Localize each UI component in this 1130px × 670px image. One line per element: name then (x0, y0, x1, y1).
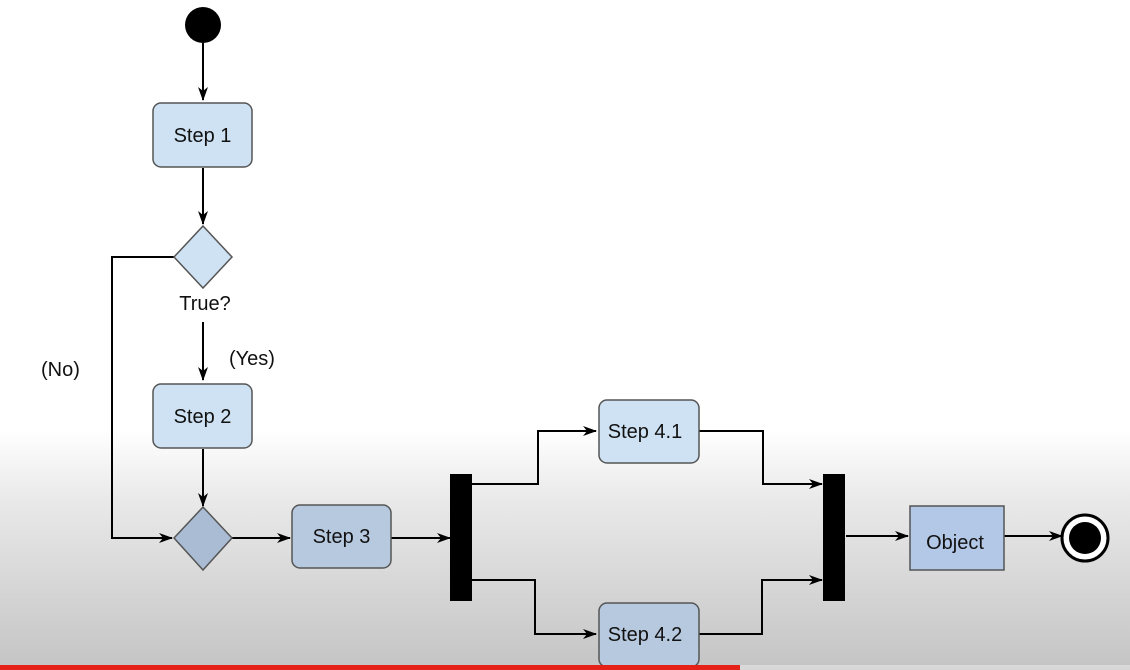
decision-label: True? (179, 293, 231, 315)
action-step-1[interactable]: Step 1 (152, 102, 253, 168)
step-3-label: Step 3 (313, 526, 371, 548)
action-step-4-2[interactable]: Step 4.2 (598, 602, 700, 668)
yes-label: (Yes) (229, 348, 275, 370)
merge-node[interactable] (172, 505, 234, 572)
action-step-4-1[interactable]: Step 4.1 (598, 399, 700, 464)
edge-fork-step42 (472, 579, 597, 639)
object-node[interactable]: Object (909, 505, 1005, 571)
no-label: (No) (41, 359, 80, 381)
edge-no-branch (111, 256, 174, 543)
action-step-3[interactable]: Step 3 (291, 504, 392, 569)
step-2-label: Step 2 (174, 406, 232, 428)
join-bar (823, 474, 845, 601)
step-1-label: Step 1 (174, 125, 232, 147)
step-4-2-label: Step 4.2 (608, 624, 683, 646)
step-4-1-label: Step 4.1 (608, 421, 683, 443)
object-label: Object (926, 532, 984, 554)
video-progress-bar[interactable] (0, 665, 1130, 670)
edge-fork-step41 (472, 426, 597, 485)
edge-step41-join (699, 430, 823, 489)
video-progress-fill (0, 665, 741, 670)
final-node (1060, 513, 1110, 563)
decision-node[interactable] (172, 224, 234, 290)
initial-node (185, 7, 221, 43)
fork-bar (450, 474, 472, 601)
connectors (111, 43, 1063, 639)
action-step-2[interactable]: Step 2 (152, 383, 253, 449)
edge-step42-join (699, 575, 823, 635)
